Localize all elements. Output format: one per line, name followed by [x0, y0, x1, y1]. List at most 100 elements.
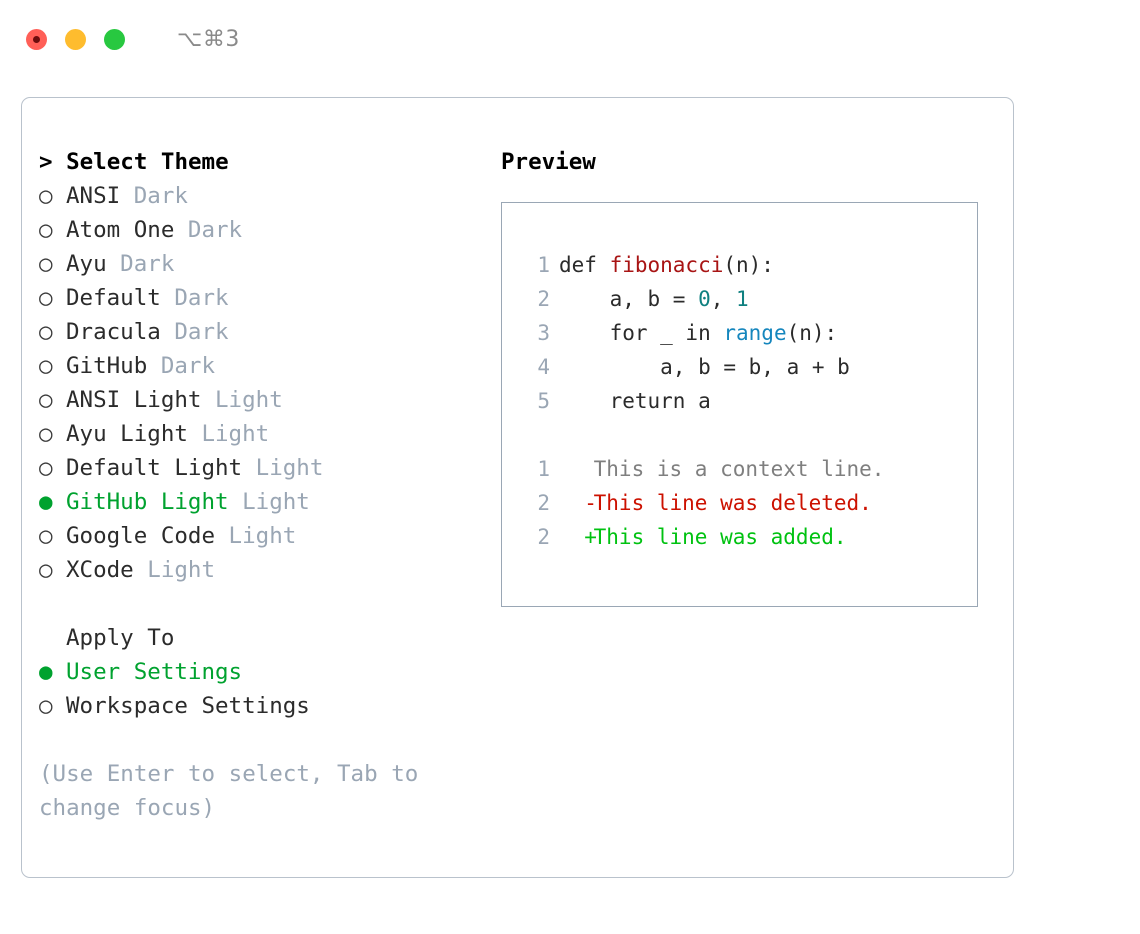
keyboard-hint-text: (Use Enter to select, Tab to change focu… — [39, 761, 419, 821]
content-panel: > Select Theme ○ANSI Dark○Atom One Dark○… — [21, 97, 1014, 878]
code-line: 5 return a — [524, 384, 977, 418]
radio-unselected-icon: ○ — [39, 387, 53, 413]
theme-option-tag: Light — [215, 523, 297, 549]
section-spacer — [39, 587, 499, 621]
apply-to-option-label: User Settings — [66, 659, 243, 685]
theme-option-label: Default Light — [66, 455, 243, 481]
preview-heading: Preview — [501, 149, 596, 175]
radio-unselected-icon: ○ — [39, 421, 53, 447]
code-line: 3 for _ in range(n): — [524, 316, 977, 350]
theme-option-tag: Dark — [120, 183, 188, 209]
line-number: 4 — [537, 355, 550, 379]
theme-option-google-code[interactable]: ○Google Code Light — [39, 519, 499, 553]
theme-option-ansi[interactable]: ○ANSI Dark — [39, 179, 499, 213]
radio-selected-icon: ● — [39, 659, 53, 685]
theme-option-label: Ayu Light — [66, 421, 188, 447]
line-number: 2 — [537, 491, 550, 515]
theme-option-tag: Light — [228, 489, 310, 515]
select-theme-heading: > Select Theme — [39, 149, 229, 175]
line-number: 2 — [537, 525, 550, 549]
theme-option-label: Ayu — [66, 251, 107, 277]
radio-unselected-icon: ○ — [39, 319, 53, 345]
radio-unselected-icon: ○ — [39, 455, 53, 481]
apply-to-option-workspace-settings[interactable]: ○ Workspace Settings — [39, 689, 499, 723]
theme-option-tag: Light — [133, 557, 216, 583]
theme-option-ayu-light[interactable]: ○ Ayu Light Light — [39, 417, 499, 451]
radio-unselected-icon: ○ — [39, 251, 53, 277]
theme-option-tag: Dark — [147, 353, 216, 379]
code-token: def — [559, 253, 610, 277]
theme-option-default-light[interactable]: ○ Default Light Light — [39, 451, 499, 485]
theme-option-default[interactable]: ○ Default Dark — [39, 281, 499, 315]
radio-unselected-icon: ○ — [39, 285, 53, 311]
minimize-button[interactable] — [65, 28, 86, 50]
theme-option-label: GitHub — [66, 353, 148, 379]
apply-to-option-label: Workspace Settings — [66, 693, 310, 719]
code-token: , — [710, 287, 737, 311]
diff-line-add: 2 + This line was added. — [524, 520, 977, 554]
theme-option-dracula[interactable]: ○ Dracula Dark — [39, 315, 499, 349]
code-token: 0 — [698, 287, 711, 311]
theme-option-tag: Dark — [174, 217, 243, 243]
diff-marker: - — [559, 491, 597, 515]
line-number: 1 — [537, 457, 550, 481]
diff-text: This is a context line. — [581, 457, 885, 481]
window-controls — [26, 28, 125, 50]
theme-option-label: Default — [66, 285, 161, 311]
diff-text: This line was added. — [581, 525, 847, 549]
panel-columns: > Select Theme ○ANSI Dark○Atom One Dark○… — [22, 98, 1013, 877]
close-button[interactable] — [26, 28, 47, 50]
diff-preview: 1 This is a context line. 2 - This line w… — [524, 452, 977, 554]
apply-to-heading: Apply To — [39, 621, 499, 655]
code-token: (n): — [786, 321, 838, 345]
diff-spacer — [524, 418, 977, 452]
theme-option-label: Dracula — [66, 319, 161, 345]
maximize-button[interactable] — [104, 28, 125, 50]
theme-option-ansi-light[interactable]: ○ANSI Light Light — [39, 383, 499, 417]
theme-selector-column: > Select Theme ○ANSI Dark○Atom One Dark○… — [39, 145, 499, 825]
apply-to-option-user-settings[interactable]: ● User Settings — [39, 655, 499, 689]
line-number: 5 — [537, 389, 550, 413]
radio-unselected-icon: ○ — [39, 353, 53, 379]
code-token: 1 — [736, 287, 749, 311]
theme-option-atom-one[interactable]: ○Atom One Dark — [39, 213, 499, 247]
radio-unselected-icon: ○ — [39, 217, 53, 243]
diff-marker: + — [559, 525, 597, 549]
theme-option-label: ANSI — [66, 183, 121, 209]
theme-option-label: ANSI Light — [66, 387, 202, 413]
line-number: 2 — [537, 287, 550, 311]
code-line: 2 a, b = 0, 1 — [524, 282, 977, 316]
code-token: fibonacci — [609, 253, 724, 277]
diff-marker — [559, 452, 581, 486]
theme-option-label: XCode — [66, 557, 134, 583]
apply-to-heading-indent — [39, 621, 66, 655]
radio-unselected-icon: ○ — [39, 693, 53, 719]
theme-option-list: ○ANSI Dark○Atom One Dark○Ayu Dark○Defaul… — [39, 179, 499, 587]
code-line: 4 a, b = b, a + b — [524, 350, 977, 384]
theme-option-tag: Dark — [106, 251, 175, 277]
code-token: for _ in — [559, 321, 724, 345]
radio-selected-icon: ● — [39, 489, 53, 515]
theme-option-ayu[interactable]: ○ Ayu Dark — [39, 247, 499, 281]
code-token: range — [723, 321, 787, 345]
theme-option-tag: Light — [242, 455, 324, 481]
theme-option-tag: Light — [187, 421, 270, 447]
apply-to-option-list: ● User Settings ○ Workspace Settings — [39, 655, 499, 723]
code-token: return a — [559, 389, 711, 413]
diff-line-ctx: 1 This is a context line. — [524, 452, 977, 486]
keyboard-shortcut-label: ⌥⌘3 — [177, 26, 240, 52]
apply-to-heading-label: Apply To — [66, 625, 175, 651]
code-token: a, b = — [559, 287, 699, 311]
theme-option-github[interactable]: ○ GitHub Dark — [39, 349, 499, 383]
code-token: a, b = b, a + b — [559, 355, 850, 379]
theme-option-tag: Dark — [160, 319, 229, 345]
theme-option-xcode[interactable]: ○XCode Light — [39, 553, 499, 587]
title-bar: ⌥⌘3 — [0, 0, 1140, 78]
theme-option-tag: Dark — [160, 285, 229, 311]
theme-option-github-light[interactable]: ●GitHub Light Light — [39, 485, 499, 519]
